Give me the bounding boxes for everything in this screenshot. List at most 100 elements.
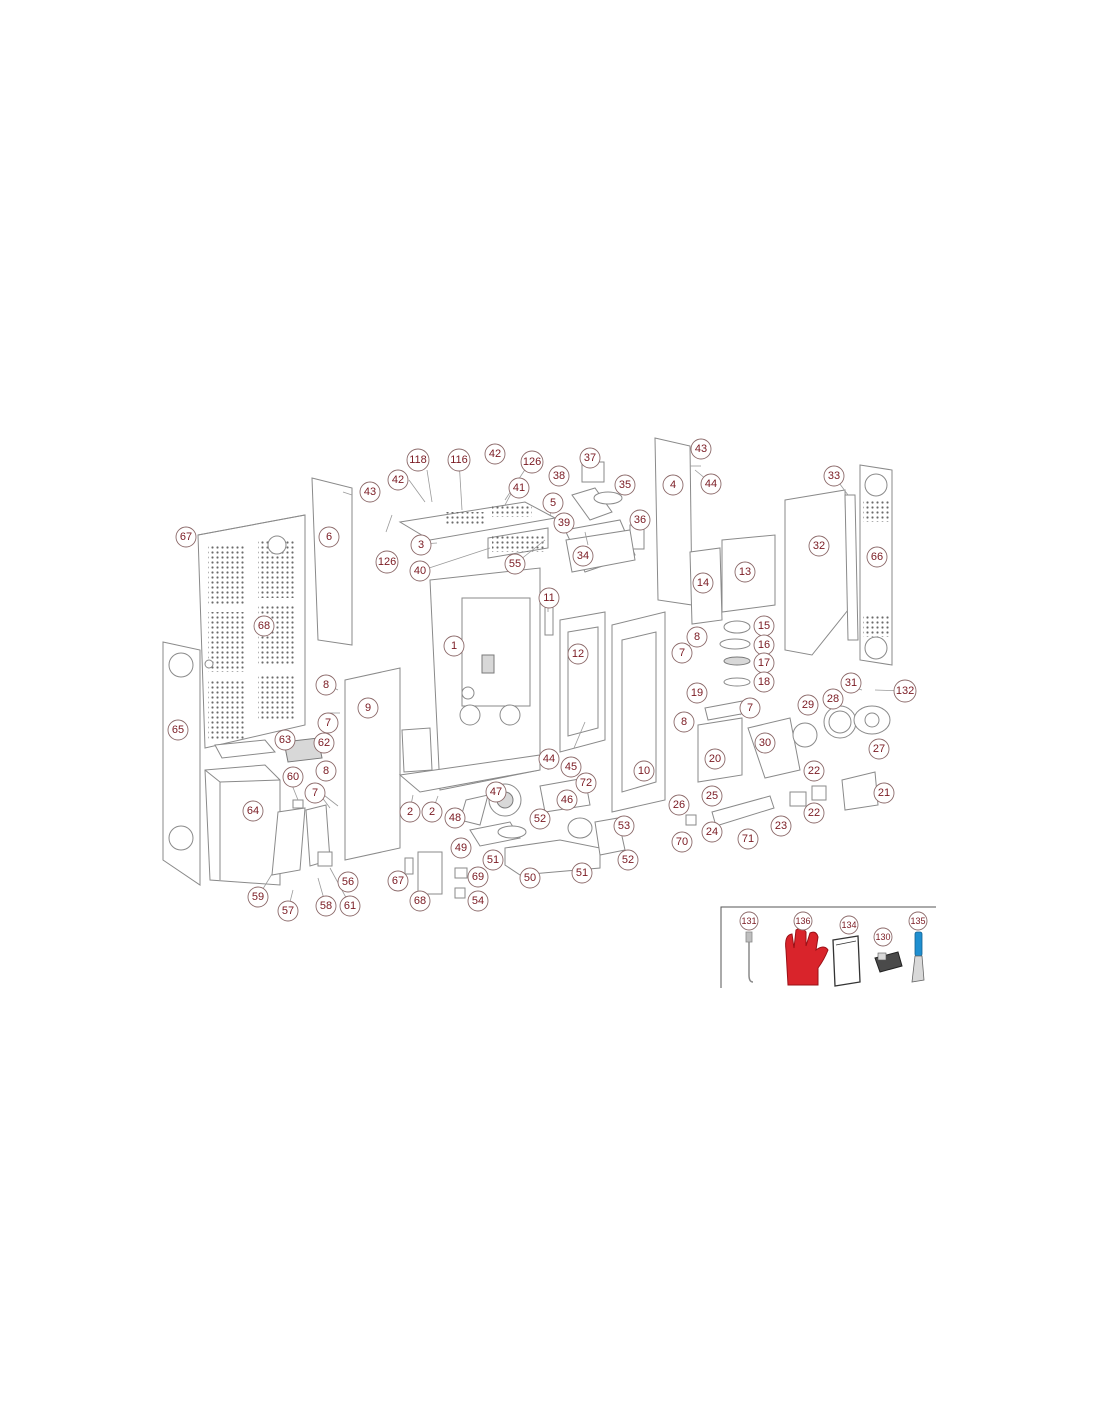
svg-text:37: 37: [584, 452, 596, 464]
ring-51-shape: [567, 817, 593, 839]
callout-35: 35: [614, 474, 636, 496]
callout-68: 68: [253, 615, 275, 637]
svg-text:18: 18: [758, 676, 770, 688]
callout-12: 12: [567, 643, 589, 665]
callout-126: 126: [375, 550, 399, 574]
svg-text:13: 13: [739, 566, 751, 578]
svg-text:126: 126: [523, 456, 541, 468]
svg-text:62: 62: [318, 737, 330, 749]
callout-26: 26: [668, 794, 690, 816]
part-16-shape: [719, 638, 751, 650]
svg-text:5: 5: [550, 497, 556, 509]
svg-text:69: 69: [472, 871, 484, 883]
callout-37: 37: [579, 447, 601, 469]
hopper-shape: [204, 764, 281, 886]
svg-text:42: 42: [392, 474, 404, 486]
bracket-56-shape: [317, 851, 333, 867]
manual-book-icon: [832, 935, 861, 987]
callout-118: 118: [406, 448, 430, 472]
rear-strip-shape: [311, 477, 353, 646]
callout-3: 3: [410, 534, 432, 556]
callout-64: 64: [242, 800, 264, 822]
callout-28: 28: [822, 688, 844, 710]
svg-text:51: 51: [576, 867, 588, 879]
callout-54: 54: [467, 890, 489, 912]
svg-text:27: 27: [873, 743, 885, 755]
callout-40: 40: [409, 560, 431, 582]
callout-44: 44: [700, 473, 722, 495]
callout-8: 8: [686, 626, 708, 648]
part-60-shape: [292, 799, 304, 809]
svg-text:19: 19: [691, 687, 703, 699]
callout-42: 42: [484, 443, 506, 465]
part-18-shape: [723, 677, 751, 687]
part-69-shape: [454, 867, 468, 879]
side-cover-left-shape: [162, 641, 201, 886]
svg-text:45: 45: [565, 761, 577, 773]
svg-text:116: 116: [450, 454, 468, 466]
part-26-shape: [685, 814, 697, 826]
svg-text:32: 32: [813, 540, 825, 552]
svg-text:58: 58: [320, 900, 332, 912]
callout-70: 70: [671, 831, 693, 853]
callout-71: 71: [737, 828, 759, 850]
callout-24: 24: [701, 821, 723, 843]
svg-text:54: 54: [472, 895, 484, 907]
svg-text:130: 130: [875, 932, 890, 942]
svg-text:49: 49: [455, 842, 467, 854]
callout-51: 51: [482, 849, 504, 871]
cleaning-brush-icon: [874, 951, 903, 973]
callout-9: 9: [357, 697, 379, 719]
callout-5: 5: [542, 492, 564, 514]
svg-text:51: 51: [487, 854, 499, 866]
svg-text:10: 10: [638, 765, 650, 777]
part-21-shape: [841, 771, 879, 811]
svg-text:135: 135: [910, 916, 925, 926]
callout-41: 41: [508, 477, 530, 499]
callout-19: 19: [686, 682, 708, 704]
svg-text:44: 44: [705, 478, 717, 490]
callout-58: 58: [315, 895, 337, 917]
svg-text:61: 61: [344, 900, 356, 912]
callout-32: 32: [808, 535, 830, 557]
callout-17: 17: [753, 652, 775, 674]
svg-text:34: 34: [577, 550, 589, 562]
svg-text:3: 3: [418, 539, 424, 551]
svg-text:46: 46: [561, 794, 573, 806]
svg-text:20: 20: [709, 753, 721, 765]
callout-57: 57: [277, 900, 299, 922]
callout-60: 60: [282, 766, 304, 788]
callout-11: 11: [538, 587, 560, 609]
callout-67: 67: [175, 526, 197, 548]
callout-52: 52: [617, 849, 639, 871]
callout-69: 69: [467, 866, 489, 888]
svg-text:136: 136: [795, 916, 810, 926]
callout-46: 46: [556, 789, 578, 811]
svg-text:44: 44: [543, 753, 555, 765]
svg-text:43: 43: [364, 486, 376, 498]
svg-text:47: 47: [490, 786, 502, 798]
svg-text:12: 12: [572, 648, 584, 660]
svg-text:9: 9: [365, 702, 371, 714]
svg-text:23: 23: [775, 820, 787, 832]
svg-text:2: 2: [407, 806, 413, 818]
svg-text:29: 29: [802, 699, 814, 711]
callout-61: 61: [339, 895, 361, 917]
accessory-136-callout: 136: [793, 911, 813, 931]
callout-39: 39: [553, 512, 575, 534]
callout-23: 23: [770, 815, 792, 837]
svg-text:7: 7: [679, 647, 685, 659]
hook-tool-icon: [745, 931, 754, 983]
callout-72: 72: [575, 772, 597, 794]
callout-29: 29: [797, 694, 819, 716]
accessory-135-callout: 135: [908, 911, 928, 931]
callout-21: 21: [873, 782, 895, 804]
part-shapes: [162, 437, 893, 899]
scraper-icon: [911, 931, 925, 983]
callout-31: 31: [840, 672, 862, 694]
svg-text:16: 16: [758, 639, 770, 651]
accessory-134-callout: 134: [839, 915, 859, 935]
svg-text:2: 2: [429, 806, 435, 818]
svg-text:66: 66: [871, 551, 883, 563]
